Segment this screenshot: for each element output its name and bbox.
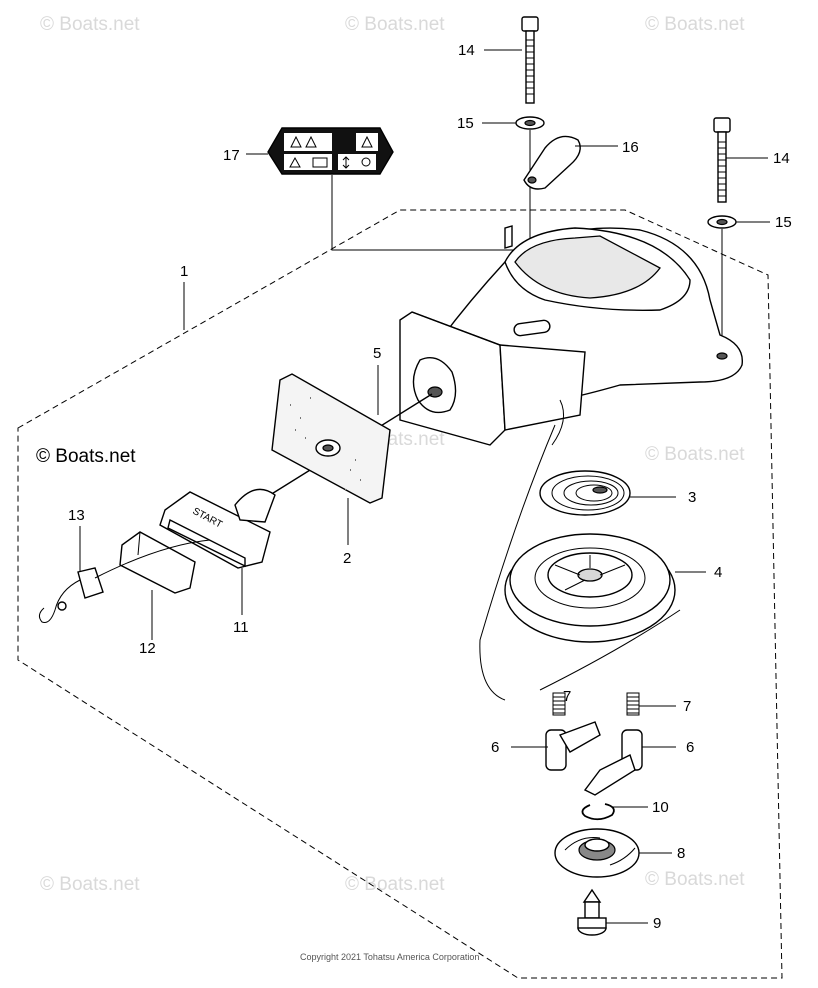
callout-7: 7 bbox=[683, 698, 691, 715]
bolt-14-right bbox=[713, 117, 731, 203]
pawl-spring-7-left bbox=[552, 692, 566, 716]
callout-4: 4 bbox=[714, 564, 722, 581]
callout-10: 10 bbox=[652, 799, 669, 816]
callout-14: 14 bbox=[458, 42, 475, 59]
rope-stopper-12 bbox=[119, 531, 196, 594]
watermark: © Boats.net bbox=[40, 874, 140, 895]
callout-13: 13 bbox=[68, 507, 85, 524]
callout-2: 2 bbox=[343, 550, 351, 567]
callout-9: 9 bbox=[653, 915, 661, 932]
start-handle-11: START bbox=[159, 488, 276, 569]
leader-lines bbox=[79, 49, 770, 924]
callout-14: 14 bbox=[773, 150, 790, 167]
callout-7: 7 bbox=[563, 688, 571, 705]
callout-17: 17 bbox=[223, 147, 240, 164]
recoil-spring-3 bbox=[539, 470, 631, 516]
drive-plate-8 bbox=[554, 828, 640, 878]
bolt-14-top bbox=[521, 16, 539, 104]
rope-end bbox=[94, 539, 211, 579]
clip-16 bbox=[523, 135, 581, 190]
copyright-text: Copyright 2021 Tohatsu America Corporati… bbox=[300, 952, 479, 962]
starter-case-1 bbox=[399, 225, 744, 446]
callout-6: 6 bbox=[686, 739, 694, 756]
watermark: © Boats.net bbox=[645, 869, 745, 890]
callout-12: 12 bbox=[139, 640, 156, 657]
callout-11: 11 bbox=[233, 619, 249, 636]
watermark: © Boats.net bbox=[645, 444, 745, 465]
rope-hook-13 bbox=[38, 567, 104, 623]
callout-1: 1 bbox=[180, 263, 188, 280]
callout-6: 6 bbox=[491, 739, 499, 756]
rope-guide-line bbox=[479, 424, 556, 701]
callout-15: 15 bbox=[775, 214, 792, 231]
callout-labels: 14 15 16 14 15 17 1 5 2 3 4 7 7 6 6 10 8… bbox=[68, 42, 792, 932]
watermark: © Boats.net bbox=[645, 14, 745, 35]
assembly-boundary bbox=[17, 209, 783, 979]
pawl-spring-7-right bbox=[626, 692, 640, 716]
pawl-6-right bbox=[583, 729, 643, 796]
callout-15: 15 bbox=[457, 115, 474, 132]
rope-reel-4 bbox=[504, 533, 681, 691]
callout-3: 3 bbox=[688, 489, 696, 506]
callout-8: 8 bbox=[677, 845, 685, 862]
watermark: © Boats.net bbox=[345, 874, 445, 895]
pawl-6-left bbox=[545, 721, 601, 771]
screw-9 bbox=[577, 888, 607, 936]
watermark: © Boats.net bbox=[40, 14, 140, 35]
callout-5: 5 bbox=[373, 345, 381, 362]
watermark: © Boats.net bbox=[345, 14, 445, 35]
grip-plate-2 bbox=[271, 373, 391, 504]
circlip-10 bbox=[581, 803, 615, 821]
callout-16: 16 bbox=[622, 139, 639, 156]
warning-decal-17 bbox=[267, 127, 394, 175]
watermark-brand: © Boats.net bbox=[36, 446, 136, 467]
